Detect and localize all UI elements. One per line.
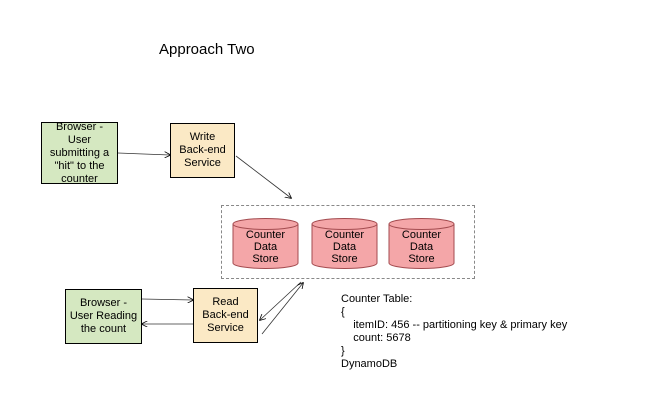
note-line: count: 5678 (341, 332, 411, 344)
note-line: itemID: 456 -- partitioning key & primar… (341, 319, 568, 331)
store-label: Counter Data Store (401, 229, 442, 265)
browser-submit-node: Browser - User submitting a "hit" to the… (41, 121, 118, 185)
arrow-stores-to-read (260, 281, 302, 320)
data-store-group (221, 205, 475, 279)
counter-data-store-3: Counter Data Store (388, 218, 455, 270)
note-line: } (341, 345, 345, 357)
store-label: Counter Data Store (245, 229, 286, 265)
note-line: Counter Table: (341, 293, 413, 305)
arrow-write-to-stores (235, 155, 291, 198)
arrow-read-to-stores (261, 283, 303, 335)
counter-data-store-1: Counter Data Store (232, 218, 299, 270)
browser-read-node: Browser - User Reading the count (65, 289, 142, 344)
note-line: { (341, 306, 345, 318)
store-label: Counter Data Store (324, 229, 365, 265)
read-service-node: Read Back-end Service (193, 288, 258, 343)
write-service-node: Write Back-end Service (170, 123, 235, 178)
diagram-title: Approach Two (159, 41, 255, 58)
counter-table-note: Counter Table: { itemID: 456 -- partitio… (341, 293, 567, 371)
arrow-browser-read-to-read (141, 299, 193, 300)
note-line: DynamoDB (341, 358, 398, 370)
arrow-browser-to-write (117, 153, 170, 155)
counter-data-store-2: Counter Data Store (311, 218, 378, 270)
